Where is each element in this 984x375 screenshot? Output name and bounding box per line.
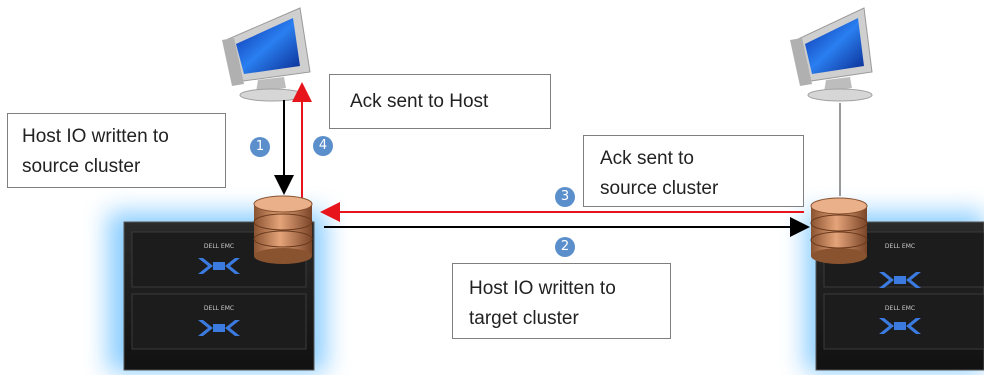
step-badge-3: 3: [555, 187, 575, 207]
ack-host-box: Ack sent to Host: [329, 74, 551, 129]
step-badge-1: 1: [250, 137, 270, 157]
host-io-target-line2: target cluster: [469, 308, 579, 329]
source-host-computer-icon: [222, 7, 311, 102]
source-database-icon: [253, 195, 313, 264]
svg-text:DELL EMC: DELL EMC: [204, 243, 234, 250]
ack-source-line2: source cluster: [600, 178, 719, 199]
ack-source-box: Ack sent to source cluster: [583, 135, 804, 207]
svg-text:DELL EMC: DELL EMC: [885, 243, 915, 250]
appliance-logo-icon: [879, 272, 921, 334]
svg-text:DELL EMC: DELL EMC: [885, 305, 915, 312]
ack-host-label: Ack sent to Host: [350, 91, 489, 112]
ack-source-line1: Ack sent to: [600, 148, 694, 169]
step-badge-4: 4: [313, 136, 333, 156]
host-io-target-line1: Host IO written to: [469, 278, 616, 299]
target-database-icon: [810, 197, 868, 264]
host-io-source-box: Host IO written to source cluster: [7, 113, 226, 188]
target-host-computer-icon: [790, 7, 873, 102]
host-io-source-line2: source cluster: [22, 156, 141, 177]
svg-text:DELL EMC: DELL EMC: [204, 305, 234, 312]
host-io-source-line1: Host IO written to: [22, 126, 169, 147]
appliance-logo-icon: [198, 258, 240, 336]
step-badge-2: 2: [555, 237, 575, 257]
host-io-target-box: Host IO written to target cluster: [452, 263, 671, 339]
